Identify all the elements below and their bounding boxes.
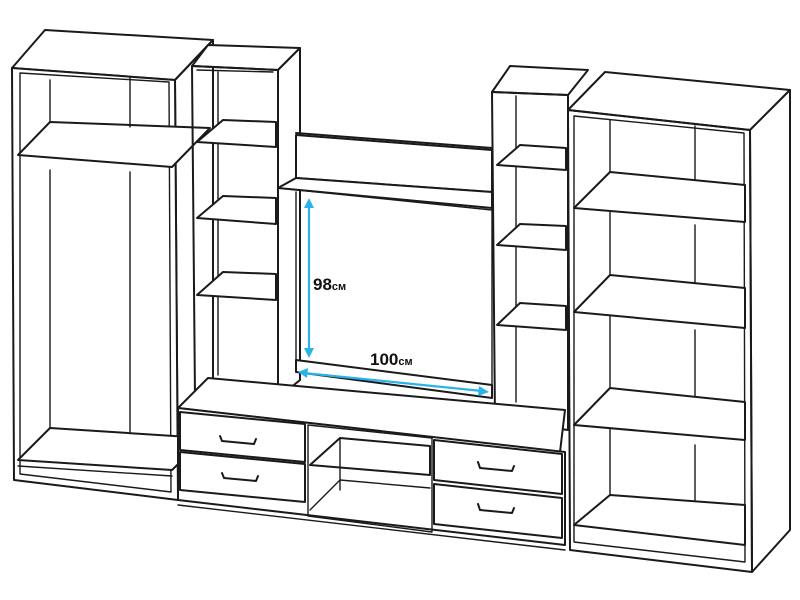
left-wardrobe xyxy=(11,29,214,501)
right-bookcase xyxy=(567,71,791,573)
handle-icon xyxy=(219,435,257,445)
handle-icon xyxy=(221,472,259,482)
width-dimension: 100см xyxy=(298,350,489,396)
arrow-down-icon xyxy=(304,348,314,358)
height-value: 98 xyxy=(313,275,332,294)
drawer-right-top xyxy=(433,439,563,495)
height-dimension: 98см xyxy=(304,198,346,358)
arrow-right-icon xyxy=(478,386,489,396)
height-label: 98см xyxy=(313,275,346,294)
handle-icon xyxy=(477,461,515,472)
arrow-left-icon xyxy=(298,368,308,378)
width-label: 100см xyxy=(370,350,413,369)
height-unit: см xyxy=(332,281,346,293)
arrow-up-icon xyxy=(304,198,314,208)
tv-stand xyxy=(177,377,566,551)
width-value: 100 xyxy=(370,350,398,369)
drawer-left-top xyxy=(179,411,306,463)
width-dimension-line xyxy=(303,371,483,393)
drawer-handles xyxy=(219,435,515,514)
handle-icon xyxy=(477,503,515,514)
right-shelf-tower xyxy=(491,65,589,431)
drawer-left-bottom xyxy=(179,451,306,503)
width-unit: см xyxy=(398,356,412,368)
left-shelf-tower xyxy=(191,44,301,399)
